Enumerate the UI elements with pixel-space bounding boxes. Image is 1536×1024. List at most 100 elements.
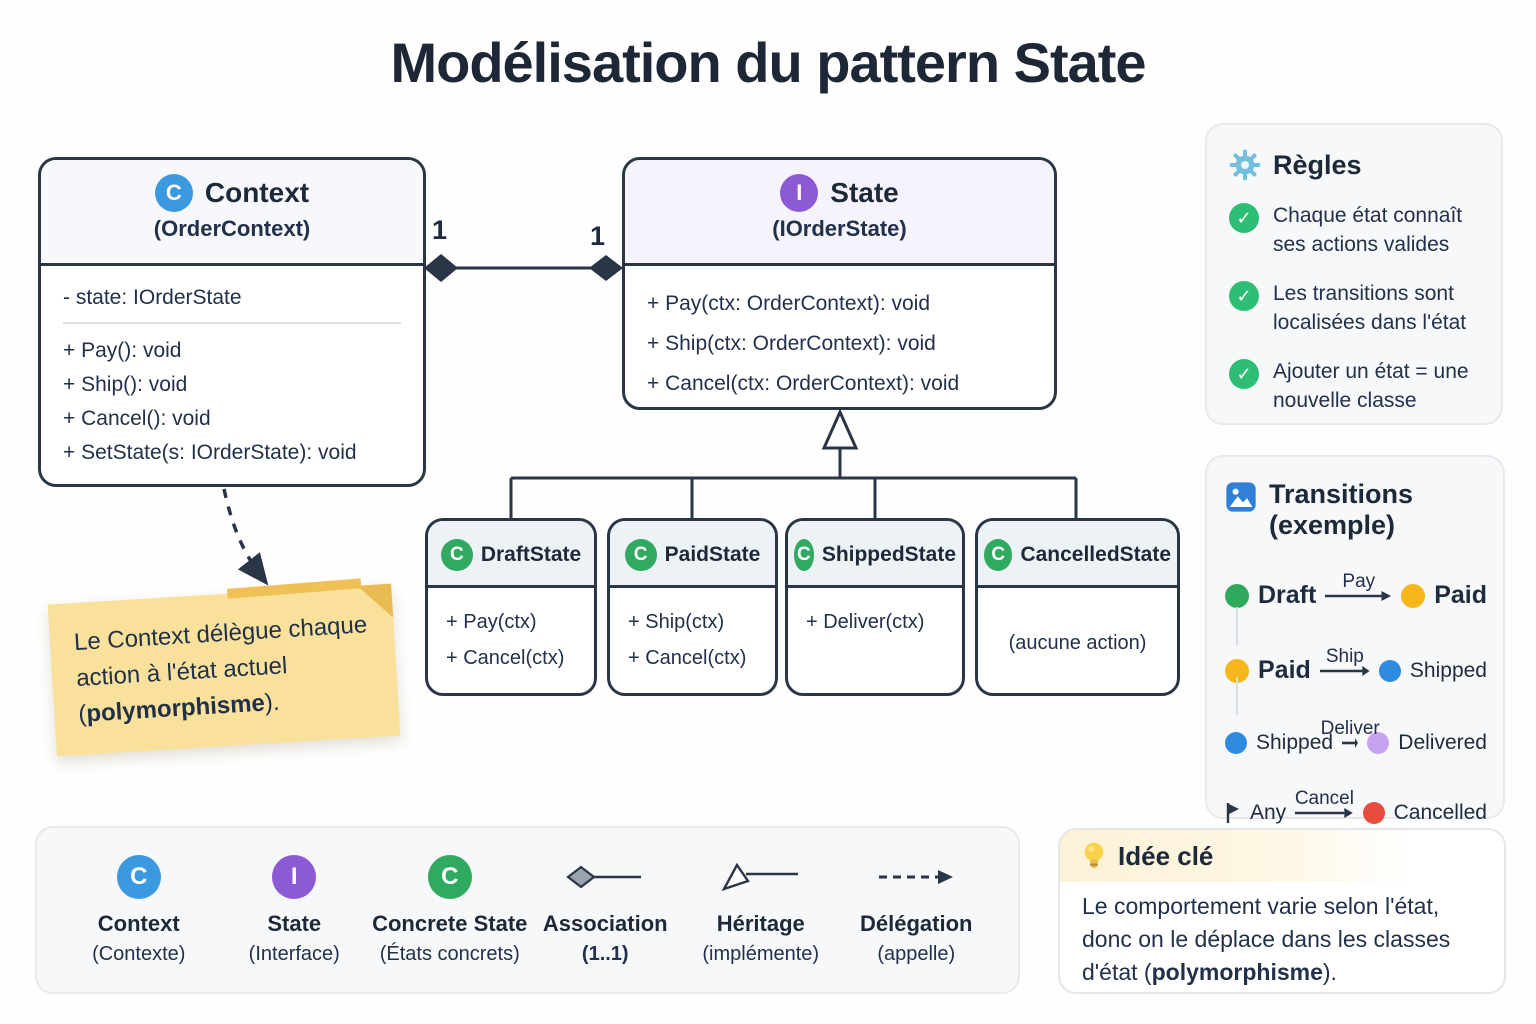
transition-from: Draft xyxy=(1258,581,1317,609)
interface-badge-icon: I xyxy=(272,854,317,899)
transitions-title-text: Transitions xyxy=(1269,479,1414,509)
check-icon: ✓ xyxy=(1229,359,1259,389)
legend-item-association: Association (1..1) xyxy=(528,855,684,966)
state-dot-shipped xyxy=(1225,732,1247,754)
class-badge-icon: C xyxy=(984,539,1013,571)
gear-icon xyxy=(1229,149,1261,181)
transition-arrow: Ship xyxy=(1319,646,1370,677)
class-method: + Ship(ctx) xyxy=(628,611,725,633)
class-method: + Cancel(ctx: OrderContext): void xyxy=(647,372,960,395)
transition-from: Shipped xyxy=(1256,731,1334,754)
state-dot-delivered xyxy=(1367,732,1390,754)
transition-action: Pay xyxy=(1342,570,1376,592)
transition-arrow: Pay xyxy=(1325,571,1392,602)
state-dot-draft xyxy=(1225,583,1249,608)
class-body: + Ship(ctx) + Cancel(ctx) xyxy=(610,588,775,692)
draftstate-class-box: C DraftState + Pay(ctx) + Cancel(ctx) xyxy=(425,518,597,696)
arrow-icon xyxy=(1342,738,1359,748)
transition-action: Deliver xyxy=(1320,718,1380,739)
key-idea-text: Le comportement varie selon l'état, donc… xyxy=(1060,882,1504,992)
class-method: + SetState(s: IOrderState): void xyxy=(63,441,357,464)
multiplicity-label: 1 xyxy=(590,221,606,251)
legend-label: State xyxy=(267,910,322,936)
inheritance-triangle xyxy=(821,408,859,450)
rule-text: Les transitions sont localisées dans l'é… xyxy=(1273,282,1467,334)
note-text-bold: polymorphisme xyxy=(85,689,266,728)
context-class-header: C Context (OrderContext) xyxy=(41,160,423,266)
class-name: State xyxy=(830,177,899,208)
class-subtitle: (OrderContext) xyxy=(153,216,311,241)
key-idea-text-part: ). xyxy=(1322,959,1337,985)
check-icon: ✓ xyxy=(1229,281,1259,311)
cancelledstate-class-box: C CancelledState (aucune action) xyxy=(975,518,1180,696)
class-subtitle: (IOrderState) xyxy=(772,216,907,241)
rule-text: Ajouter un état = une nouvelle classe xyxy=(1273,360,1469,412)
class-badge-icon: C xyxy=(624,539,657,571)
legend-label: Héritage xyxy=(716,910,805,936)
legend-item-concrete-state: C Concrete State (États concrets) xyxy=(372,854,528,966)
inheritance-connectors xyxy=(509,408,1078,518)
arrow-icon xyxy=(1325,590,1392,601)
key-idea-header: Idée clé xyxy=(1060,830,1504,882)
context-class-box: C Context (OrderContext) - state: IOrder… xyxy=(38,157,426,487)
state-interface-body: + Pay(ctx: OrderContext): void + Ship(ct… xyxy=(625,266,1054,407)
legend-label: Concrete State xyxy=(372,910,528,936)
sticky-note-fold-corner xyxy=(357,583,394,620)
transition-from: Any xyxy=(1250,801,1287,824)
state-interface-header: I State (IOrderState) xyxy=(625,160,1054,266)
class-method: + Pay(): void xyxy=(63,339,182,362)
key-idea-title: Idée clé xyxy=(1118,840,1214,871)
page-title: Modélisation du pattern State xyxy=(390,31,1146,94)
class-method: + Ship(ctx: OrderContext): void xyxy=(647,332,936,355)
transition-row: Draft Pay Paid xyxy=(1225,571,1487,610)
inheritance-triangle-icon xyxy=(720,855,802,899)
class-badge-icon: C xyxy=(440,539,473,571)
class-method: + Ship(): void xyxy=(63,373,188,396)
legend-sublabel: (Interface) xyxy=(248,942,340,965)
state-dot-shipped xyxy=(1378,659,1401,682)
class-name: DraftState xyxy=(480,543,582,566)
key-idea-text-part: Le comportement varie selon l'état, donc… xyxy=(1082,893,1451,985)
transition-action: Cancel xyxy=(1294,788,1354,809)
legend-sublabel: (appelle) xyxy=(877,942,956,965)
legend-item-heritage: Héritage (implémente) xyxy=(683,855,839,966)
association-diamond-icon xyxy=(565,855,645,899)
key-idea-text-bold: polymorphisme xyxy=(1151,959,1323,985)
delegation-dashed-arrow xyxy=(222,488,269,586)
state-dot-cancelled xyxy=(1362,802,1385,824)
class-name: CancelledState xyxy=(1020,543,1171,566)
arrow-icon xyxy=(1319,665,1370,676)
delegation-dashed-arrow-icon xyxy=(876,855,956,899)
class-body: + Deliver(ctx) xyxy=(788,588,962,656)
class-method: + Cancel(): void xyxy=(63,407,211,430)
legend-bar: C Context (Contexte) I State (Interface)… xyxy=(35,826,1020,994)
sticky-note-top-shade xyxy=(226,578,362,599)
rule-item: ✓ Chaque état connaît ses actions valide… xyxy=(1229,201,1479,259)
class-header: C CancelledState xyxy=(978,521,1177,588)
flag-icon xyxy=(1226,803,1239,823)
transition-to: Delivered xyxy=(1398,731,1487,754)
class-header: C DraftState xyxy=(428,521,594,588)
class-method: + Pay(ctx: OrderContext): void xyxy=(647,292,931,315)
interface-badge-icon: I xyxy=(780,174,819,212)
class-name: ShippedState xyxy=(821,543,956,566)
transition-column-link xyxy=(1236,607,1238,645)
class-empty-note: (aucune action) xyxy=(1008,632,1147,654)
lightbulb-icon xyxy=(1084,842,1104,869)
section-divider xyxy=(63,322,401,324)
class-badge-icon: C xyxy=(794,539,814,571)
class-body: + Pay(ctx) + Cancel(ctx) xyxy=(428,588,594,692)
legend-label: Délégation xyxy=(860,910,973,936)
transitions-panel: Transitions (exemple) Draft Pay Paid Pai… xyxy=(1205,455,1505,824)
concrete-badge-icon: C xyxy=(427,854,472,899)
transition-action: Ship xyxy=(1325,645,1364,667)
paidstate-class-box: C PaidState + Ship(ctx) + Cancel(ctx) xyxy=(607,518,778,696)
multiplicity-label: 1 xyxy=(432,215,448,245)
transition-from: Paid xyxy=(1258,656,1311,684)
legend-item-delegation: Délégation (appelle) xyxy=(839,855,995,966)
legend-item-state: I State (Interface) xyxy=(217,854,373,966)
legend-item-context: C Context (Contexte) xyxy=(61,854,217,966)
context-class-body: - state: IOrderState + Pay(): void + Shi… xyxy=(41,266,423,484)
context-badge-icon: C xyxy=(116,854,161,899)
rules-panel-title: Règles xyxy=(1273,149,1362,180)
